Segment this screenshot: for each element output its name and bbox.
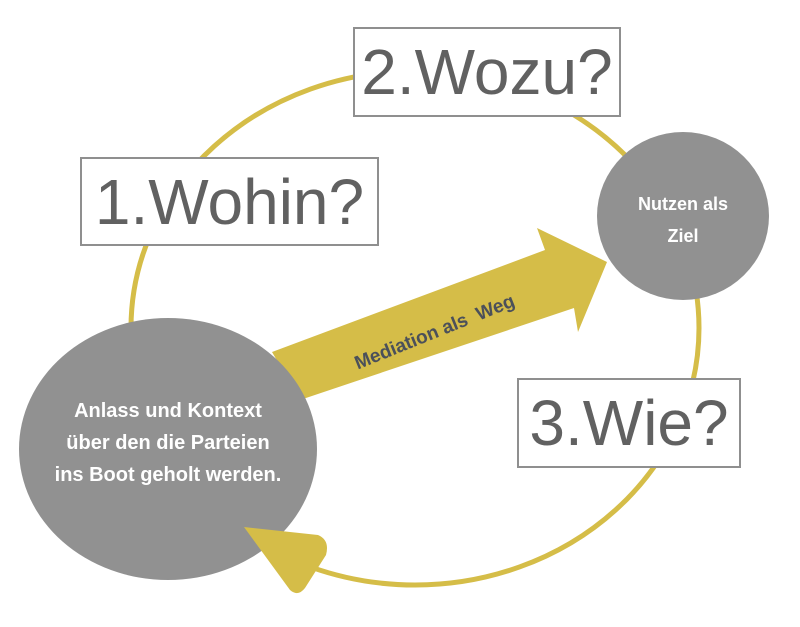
question-box-wohin: 1.Wohin? <box>80 157 379 246</box>
cycle-arrowhead-icon <box>244 527 327 594</box>
start-node-line: über den die Parteien <box>66 432 270 454</box>
goal-node-circle <box>597 132 769 300</box>
start-node-circle <box>19 318 317 580</box>
mediation-arrow <box>272 228 607 400</box>
question-box-wie: 3.Wie? <box>517 378 741 468</box>
goal-node-line: Nutzen als <box>637 194 729 214</box>
question-box-wozu: 2.Wozu? <box>353 27 621 117</box>
goal-node-label: Nutzen als Ziel <box>598 188 768 252</box>
start-node-label: Anlass und Kontext über den die Parteien… <box>20 395 316 491</box>
goal-node-line: Ziel <box>667 226 699 246</box>
start-node-line: ins Boot geholt werden. <box>54 464 282 486</box>
start-node-line: Anlass und Kontext <box>74 400 262 422</box>
